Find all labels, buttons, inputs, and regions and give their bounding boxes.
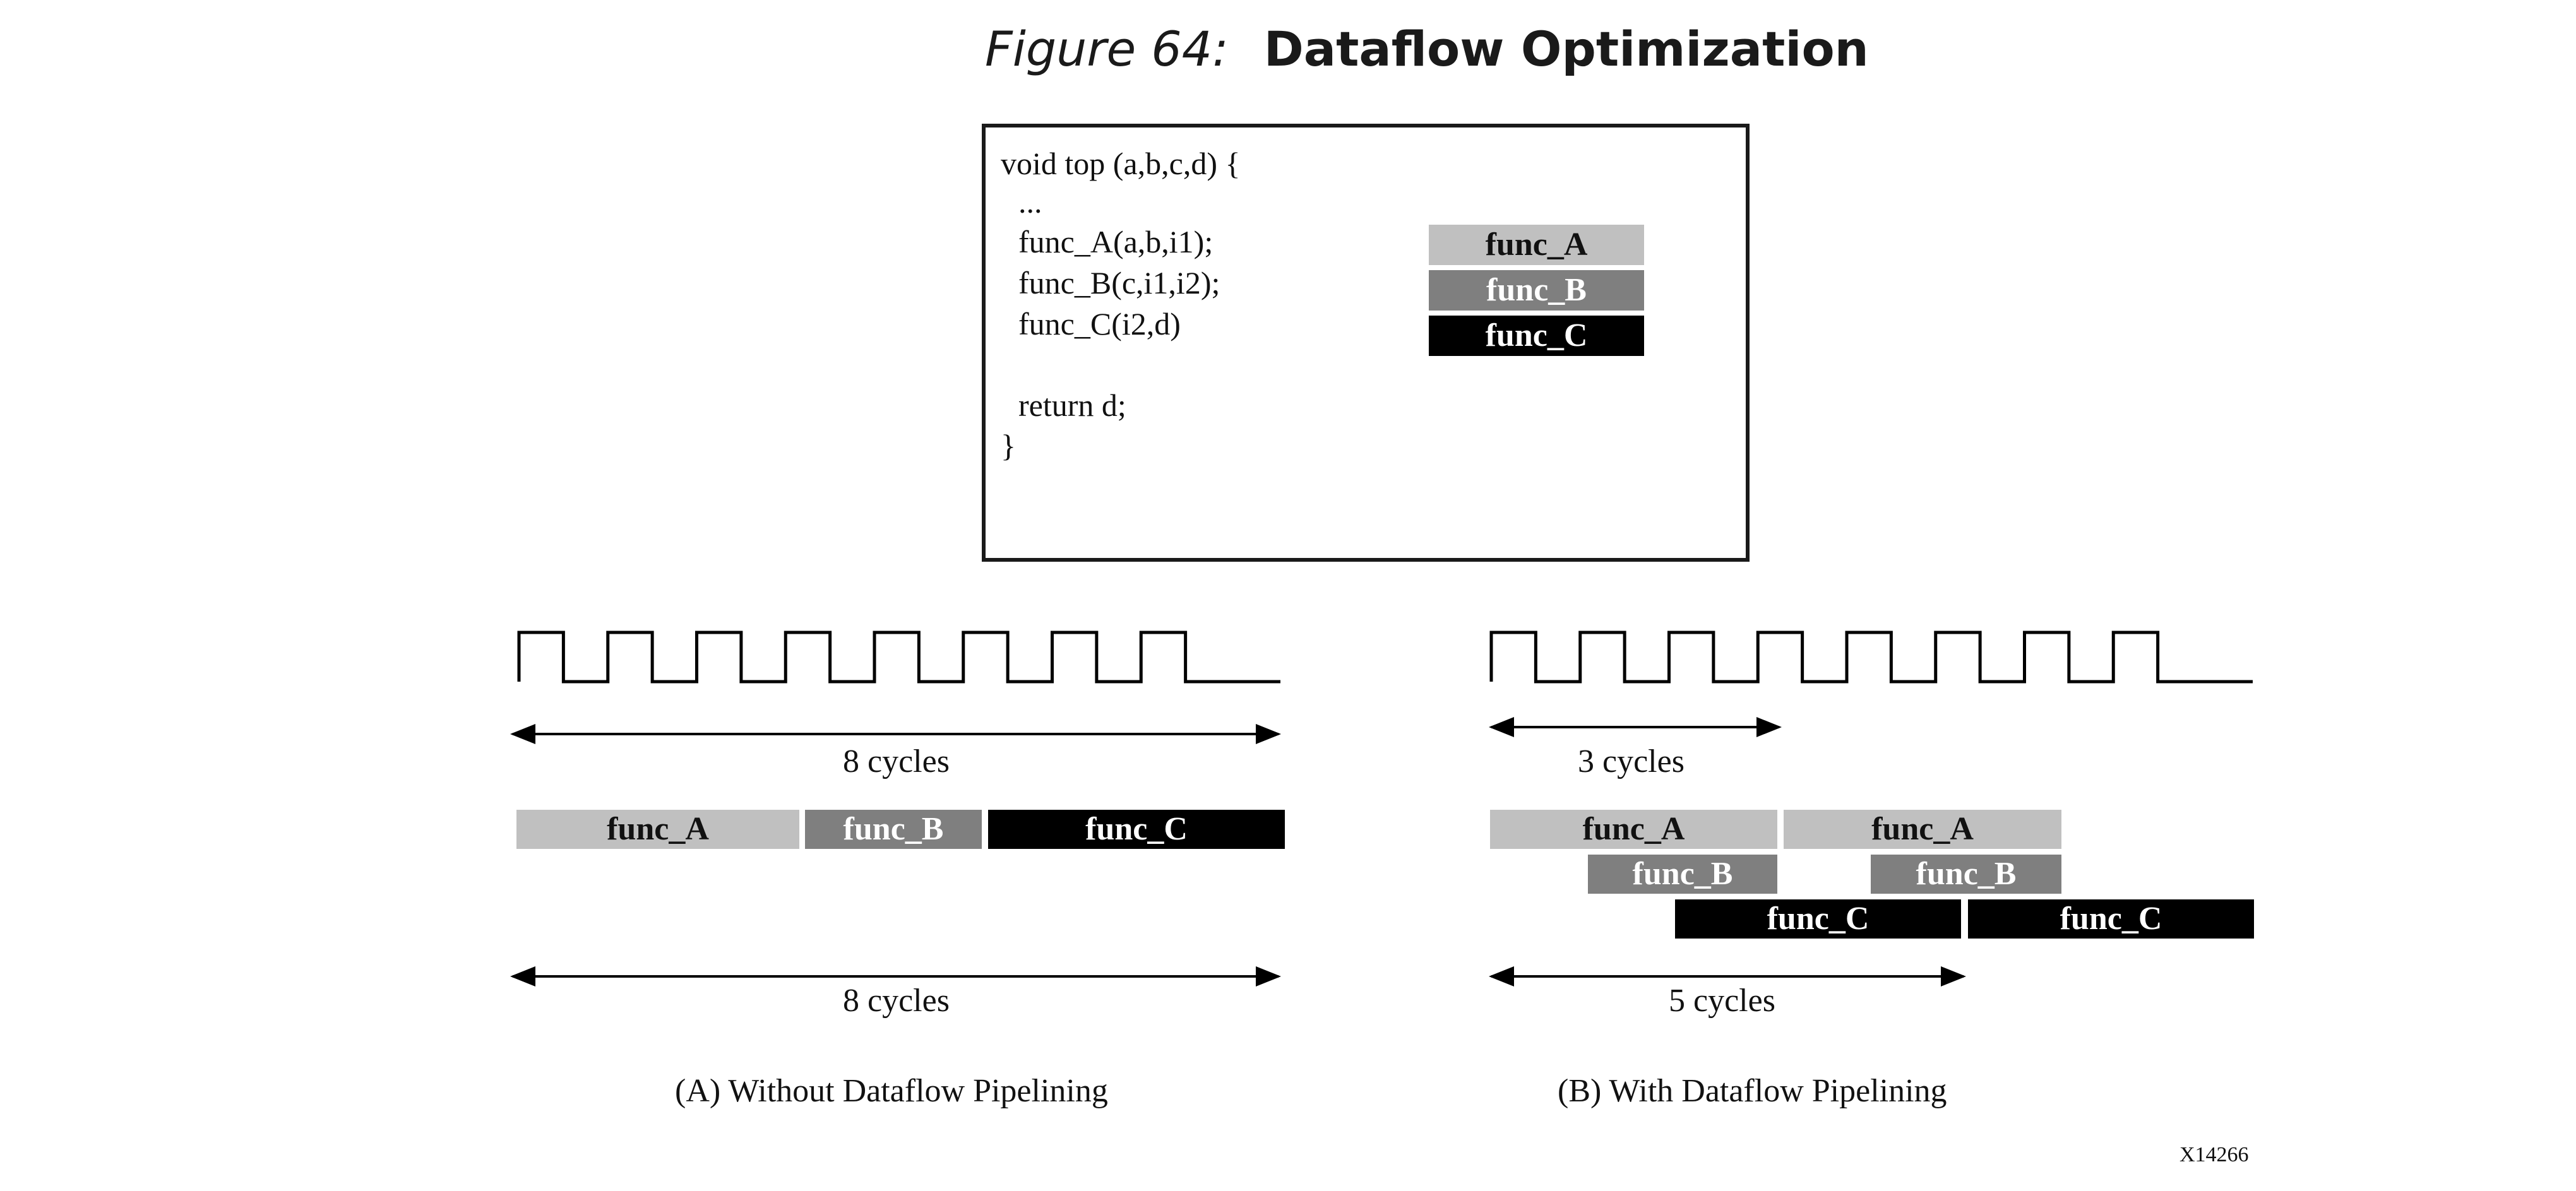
- panel-b-block-func-a-2: func_A: [1784, 810, 2061, 849]
- code-line-ellipsis: ...: [1018, 184, 1042, 220]
- panel-b-caption: (B) With Dataflow Pipelining: [1558, 1073, 1947, 1109]
- panel-b-block-func-b-1: func_B: [1588, 855, 1777, 894]
- code-line-func-b-call: func_B(c,i1,i2);: [1018, 265, 1220, 300]
- figure-id: X14266: [2179, 1143, 2249, 1166]
- panel-b-block-func-a-1: func_A: [1490, 810, 1777, 849]
- panel-b-top-span-label: 3 cycles: [1578, 744, 1685, 779]
- panel-b-block-func-b-2: func_B: [1871, 855, 2061, 894]
- panel-b-bottom-span-label: 5 cycles: [1669, 983, 1775, 1019]
- legend-block-func-c: func_C: [1429, 316, 1644, 356]
- legend-block-func-b: func_B: [1429, 270, 1644, 311]
- figure-name: Dataflow Optimization: [1263, 21, 1869, 77]
- code-line-signature: void top (a,b,c,d) {: [1001, 146, 1241, 181]
- legend-block-func-a: func_A: [1429, 225, 1644, 265]
- panel-a-bottom-span-label: 8 cycles: [843, 983, 950, 1019]
- code-line-return: return d;: [1018, 388, 1126, 423]
- panel-a-top-span-label: 8 cycles: [843, 744, 950, 779]
- clock-waveform-b: [1489, 631, 2253, 684]
- panel-b-block-func-c-1: func_C: [1675, 899, 1961, 939]
- code-line-close-brace: }: [1001, 428, 1016, 463]
- figure-number: Figure 64:: [985, 21, 1229, 77]
- panel-a-block-func-a: func_A: [516, 810, 799, 849]
- clock-waveform-a: [517, 631, 1280, 684]
- code-line-func-a-call: func_A(a,b,i1);: [1018, 224, 1213, 259]
- code-line-func-c-call: func_C(i2,d): [1018, 306, 1181, 341]
- figure-title: Figure 64: Dataflow Optimization: [985, 11, 1869, 87]
- code-box: void top (a,b,c,d) { ... func_A(a,b,i1);…: [982, 124, 1750, 562]
- panel-a-block-func-b: func_B: [805, 810, 982, 849]
- panel-b-block-func-c-2: func_C: [1968, 899, 2254, 939]
- panel-a-block-func-c: func_C: [988, 810, 1285, 849]
- panel-a-caption: (A) Without Dataflow Pipelining: [675, 1073, 1108, 1109]
